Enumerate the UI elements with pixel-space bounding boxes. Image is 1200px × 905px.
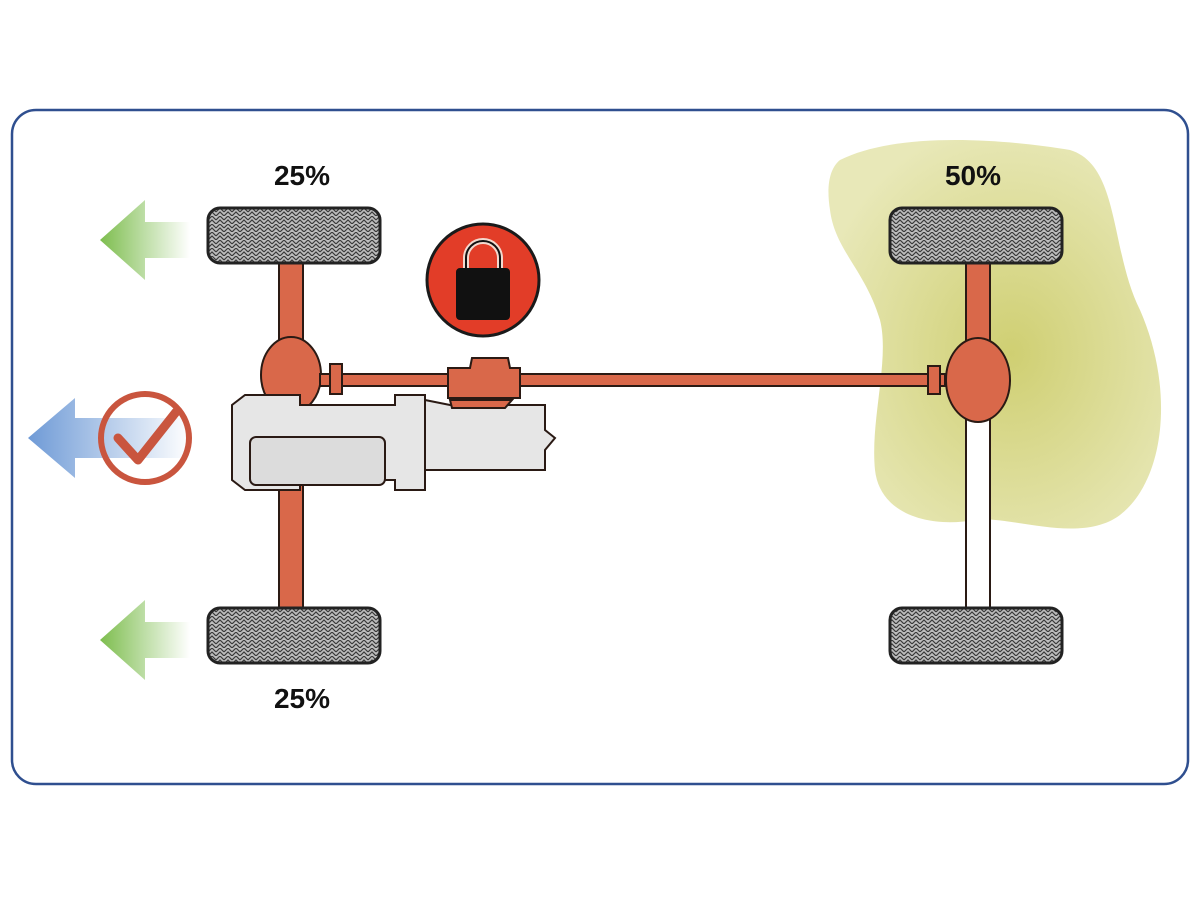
traction-arrow-rear-left	[100, 600, 190, 680]
prop-shaft	[319, 357, 946, 399]
traction-arrow-front-left	[100, 200, 190, 280]
wheel-front-left	[206, 206, 382, 265]
wheel-rear-left	[206, 606, 382, 665]
engine-block	[231, 394, 557, 491]
checkmark-icon	[98, 391, 192, 485]
wheel-rear-right	[888, 606, 1064, 665]
rear-axle	[945, 257, 1011, 614]
wheel-front-right	[888, 206, 1064, 265]
torque-label-rear-left: 25%	[273, 683, 331, 714]
torque-label-front-right: 50%	[944, 160, 1002, 191]
padlock-icon	[425, 222, 541, 338]
torque-label-front-left: 25%	[273, 160, 331, 191]
direction-arrow	[28, 398, 190, 478]
